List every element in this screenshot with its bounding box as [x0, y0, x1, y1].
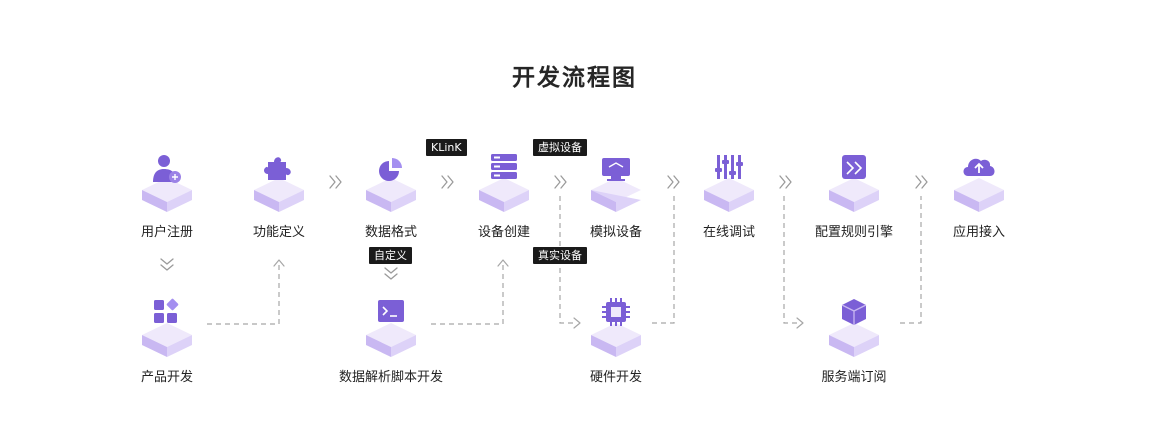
- chevron-right-icon: [554, 175, 567, 189]
- node-function-define: 功能定义: [209, 152, 349, 262]
- cube-base: [591, 298, 641, 357]
- tag-virtual-device: 虚拟设备: [533, 139, 587, 156]
- connector-hardware-to-debug: [652, 196, 675, 324]
- monitor-icon: [602, 158, 630, 181]
- cube-base: [829, 155, 879, 212]
- node-server-subscribe: 服务端订阅: [784, 297, 924, 407]
- arrowhead-right-subscribe: [796, 317, 804, 329]
- connector-script-to-device: [431, 262, 504, 325]
- node-user-register: 用户注册: [97, 152, 237, 262]
- node-device-create: 设备创建: [434, 152, 574, 262]
- cube-base: [829, 299, 879, 357]
- node-label: 功能定义: [252, 225, 305, 240]
- page-title: 开发流程图: [512, 65, 637, 91]
- connector-product-to-function: [207, 262, 280, 325]
- cube-base: [142, 155, 192, 212]
- tag-klink: KLinK: [426, 139, 467, 156]
- cube-base: [479, 154, 529, 212]
- cube-base: [142, 298, 192, 357]
- node-label: 配置规则引擎: [814, 225, 893, 240]
- rule-engine-icon: [842, 155, 866, 179]
- node-label: 服务端订阅: [821, 370, 887, 385]
- node-config-rule: 配置规则引擎: [784, 152, 924, 262]
- cube-base: [704, 155, 754, 212]
- chevron-right-icon: [779, 175, 792, 189]
- tag-real-device: 真实设备: [533, 247, 587, 264]
- node-label: 应用接入: [952, 225, 1005, 240]
- tag-custom: 自定义: [369, 247, 412, 264]
- node-label: 模拟设备: [589, 225, 642, 240]
- node-simulate-device: 模拟设备: [546, 152, 686, 262]
- puzzle-icon: [264, 157, 291, 180]
- chevron-right-icon: [667, 175, 680, 189]
- arrowhead-up-function: [273, 259, 285, 267]
- node-label: 在线调试: [702, 225, 755, 240]
- arrowhead-right-hardware: [573, 317, 581, 329]
- chevron-right-icon: [441, 175, 454, 189]
- cube-base: [591, 158, 641, 212]
- sliders-icon: [715, 155, 743, 179]
- chip-icon: [602, 298, 630, 326]
- connector-subscribe-to-app: [900, 196, 922, 324]
- node-data-format: 数据格式: [321, 152, 461, 262]
- cloud-upload-icon: [963, 158, 995, 176]
- node-label: 产品开发: [140, 370, 193, 385]
- box-icon: [841, 299, 867, 325]
- connector-debug-to-subscribe: [783, 196, 797, 324]
- chevron-down-icon: [160, 258, 174, 271]
- node-label: 用户注册: [140, 225, 193, 240]
- chevron-right-icon: [329, 175, 342, 189]
- node-label: 数据解析脚本开发: [338, 370, 443, 385]
- node-app-access: 应用接入: [909, 152, 1049, 262]
- terminal-icon: [378, 300, 404, 322]
- pie-chart-icon: [379, 158, 402, 181]
- cube-base: [254, 157, 304, 212]
- node-label: 硬件开发: [589, 370, 642, 385]
- node-hardware-dev: 硬件开发: [546, 297, 686, 407]
- node-online-debug: 在线调试: [659, 152, 799, 262]
- cube-base: [366, 300, 416, 357]
- server-icon: [491, 154, 517, 179]
- chevron-down-icon: [384, 267, 398, 280]
- user-add-icon: [153, 155, 181, 183]
- app-blocks-icon: [154, 298, 179, 323]
- node-parse-script: 数据解析脚本开发: [321, 297, 461, 407]
- node-product-dev: 产品开发: [97, 297, 237, 407]
- arrowhead-up-device: [497, 259, 509, 267]
- node-label: 设备创建: [477, 225, 530, 240]
- cube-base: [954, 158, 1004, 212]
- cube-base: [366, 158, 416, 212]
- connector-device-to-hardware: [559, 196, 574, 324]
- node-label: 数据格式: [364, 225, 417, 240]
- chevron-right-icon: [915, 175, 928, 189]
